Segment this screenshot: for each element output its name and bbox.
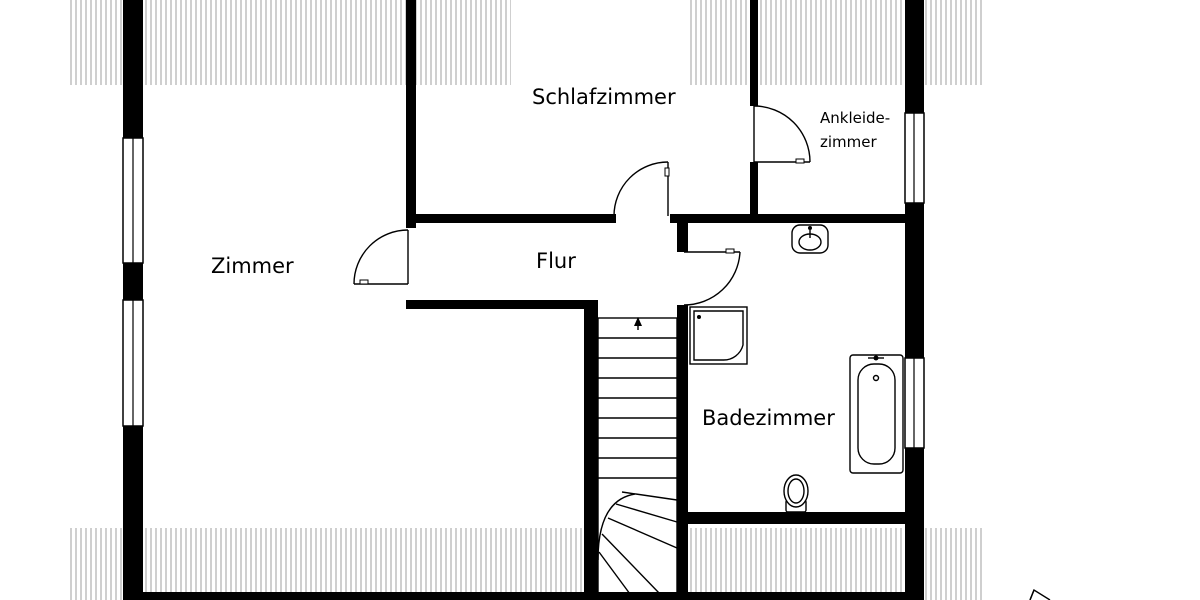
- staircase-icon: [597, 317, 678, 595]
- room-label-flur: Flur: [536, 249, 576, 273]
- room-label-ankleidezimmer-line1: Ankleide-: [820, 109, 890, 127]
- bathtub-icon: [849, 354, 904, 474]
- toilet-icon: [783, 474, 809, 513]
- washbasin-icon: [791, 224, 829, 254]
- shower-icon: [689, 306, 748, 365]
- room-label-schlafzimmer: Schlafzimmer: [532, 85, 676, 109]
- door-swing-icon: [353, 105, 811, 306]
- north-arrow-icon: [1029, 588, 1051, 600]
- room-label-zimmer: Zimmer: [211, 254, 294, 278]
- room-label-badezimmer: Badezimmer: [702, 406, 835, 430]
- window-icon: [122, 112, 925, 449]
- room-label-ankleidezimmer-line2: zimmer: [820, 133, 877, 151]
- roof-slope-hatching: [70, 0, 984, 600]
